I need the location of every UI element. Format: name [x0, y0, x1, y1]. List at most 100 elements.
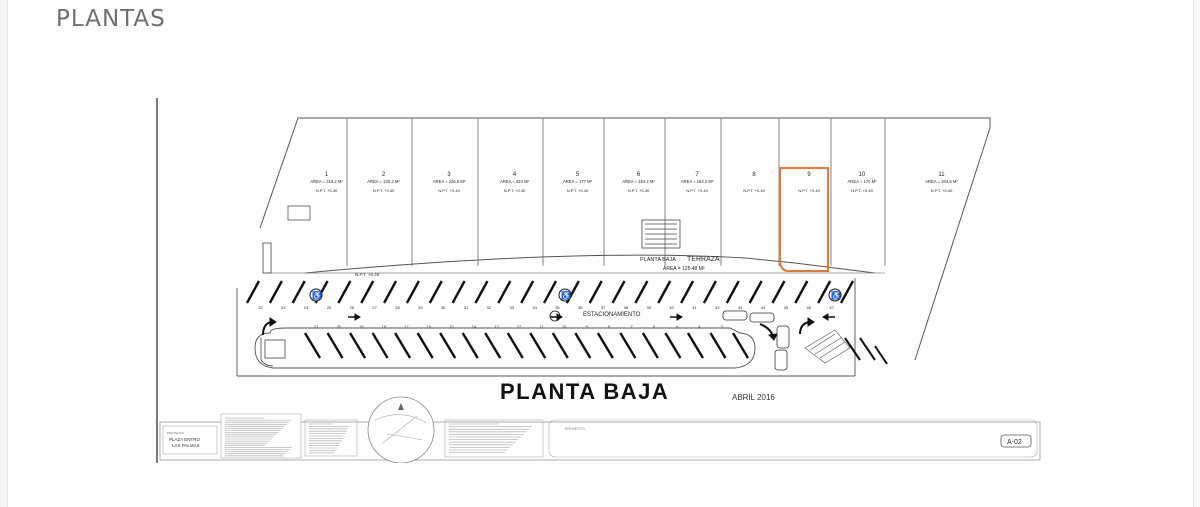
unit-8-label[interactable]: 8N.P.T. +0.40 [743, 172, 765, 193]
unit-npt: N.P.T. +0.40 [316, 188, 338, 193]
parking-stripe [405, 280, 420, 304]
unit-area: AREA = 170 M² [848, 179, 878, 184]
parking-space-number: 29 [418, 305, 423, 310]
parking-stripe [542, 280, 558, 304]
parking-space-number: 47 [829, 305, 834, 310]
parking-stripe [551, 332, 569, 359]
parking-space-number: 28 [395, 305, 400, 310]
unit-npt: N.P.T. +0.40 [931, 188, 953, 193]
parking-space-number: 16 [427, 324, 432, 329]
unit-area: AREA = 154.2 M² [622, 179, 655, 184]
parking-space-number: 11 [539, 324, 544, 329]
remarks-box [548, 419, 1038, 458]
unit-9-label[interactable]: 9N.P.T. +0.40 [798, 172, 820, 193]
unit-area: AREA = 224 M² [500, 179, 530, 184]
parking-stripe [451, 280, 466, 304]
stair-symbol [641, 219, 681, 249]
unit-number: 8 [752, 172, 756, 178]
parking-stripe [839, 280, 855, 304]
accessible-parking-icon: ♿ [558, 288, 572, 302]
parking-stripe [520, 280, 535, 304]
parking-stripe [506, 332, 524, 359]
parking-space-number: 36 [578, 305, 583, 310]
parking-stripe [641, 332, 659, 359]
parking-stripe [596, 332, 614, 359]
notes-box [220, 413, 302, 459]
parking-stripe [725, 280, 740, 304]
parking-space-number: 35 [555, 305, 560, 310]
parking-stripe [748, 280, 763, 304]
parking-top-row [245, 280, 855, 304]
parking-space-number: 8 [608, 324, 611, 329]
parking-stripe [326, 332, 344, 359]
unit-number: 4 [513, 172, 517, 178]
unit-number: 6 [637, 172, 641, 178]
unit-number: 3 [447, 172, 451, 178]
accessible-parking-icon: ♿ [309, 288, 323, 302]
parking-space-number: 25 [327, 305, 332, 310]
svg-text:PROYECTO: PROYECTO [167, 431, 184, 435]
parking-stripe [394, 332, 412, 359]
parking-space-number: 5 [676, 324, 679, 329]
parking-space-number: 45 [784, 305, 789, 310]
parking-stripe [268, 280, 283, 304]
parking-stripe [383, 280, 398, 304]
parking-stripe [664, 332, 682, 359]
unit-npt: N.P.T. +0.40 [743, 188, 765, 193]
svg-text:♿: ♿ [312, 290, 322, 300]
legend-box [304, 419, 358, 457]
parking-bottom-row [303, 332, 750, 359]
unit-npt: N.P.T. +0.40 [628, 188, 650, 193]
parking-space-number: 22 [258, 305, 263, 310]
unit-number: 10 [859, 172, 866, 178]
unit-npt: N.P.T. +0.40 [373, 188, 395, 193]
unit-area: AREA = 218.2 M² [310, 179, 343, 184]
unit-number: 9 [807, 172, 811, 178]
parking-stripe [439, 332, 457, 359]
unit-number: 2 [382, 172, 386, 178]
right-hatch [844, 337, 888, 365]
parking-stripe [245, 280, 261, 304]
parking-space-number: 7 [631, 324, 634, 329]
svg-text:♿: ♿ [561, 290, 571, 300]
unit-number: 1 [325, 172, 329, 178]
parking-space-number: 30 [441, 305, 446, 310]
parking-stripe [771, 280, 786, 304]
parking-stripe [349, 332, 367, 359]
parking-space-number: 32 [487, 305, 492, 310]
parking-stripe [611, 280, 626, 304]
parking-space-number: 9 [585, 324, 588, 329]
plan-date: ABRIL 2016 [732, 393, 775, 402]
parking-space-number: 17 [404, 324, 409, 329]
parking-space-number: 15 [449, 324, 454, 329]
unit-1-fixture [287, 205, 311, 221]
page-title: PLANTAS [56, 6, 166, 32]
unit-area: AREA = 230.2 M² [367, 179, 400, 184]
highlighted-unit-9[interactable] [779, 167, 829, 272]
parking-space-number: 26 [350, 305, 355, 310]
parking-stripe [574, 332, 592, 359]
parking-stripe [484, 332, 502, 359]
terrace-area: AREA = 125.48 M² [663, 266, 705, 272]
parking-stripe [657, 280, 672, 304]
traffic-arrows [262, 313, 835, 341]
parking-space-number: 4 [698, 324, 701, 329]
parking-stripe [619, 332, 637, 359]
parking-stripe [588, 280, 603, 304]
car-outlines [722, 310, 790, 371]
parking-space-number: 18 [382, 324, 387, 329]
unit-area: AREA = 153.2 M² [681, 179, 714, 184]
